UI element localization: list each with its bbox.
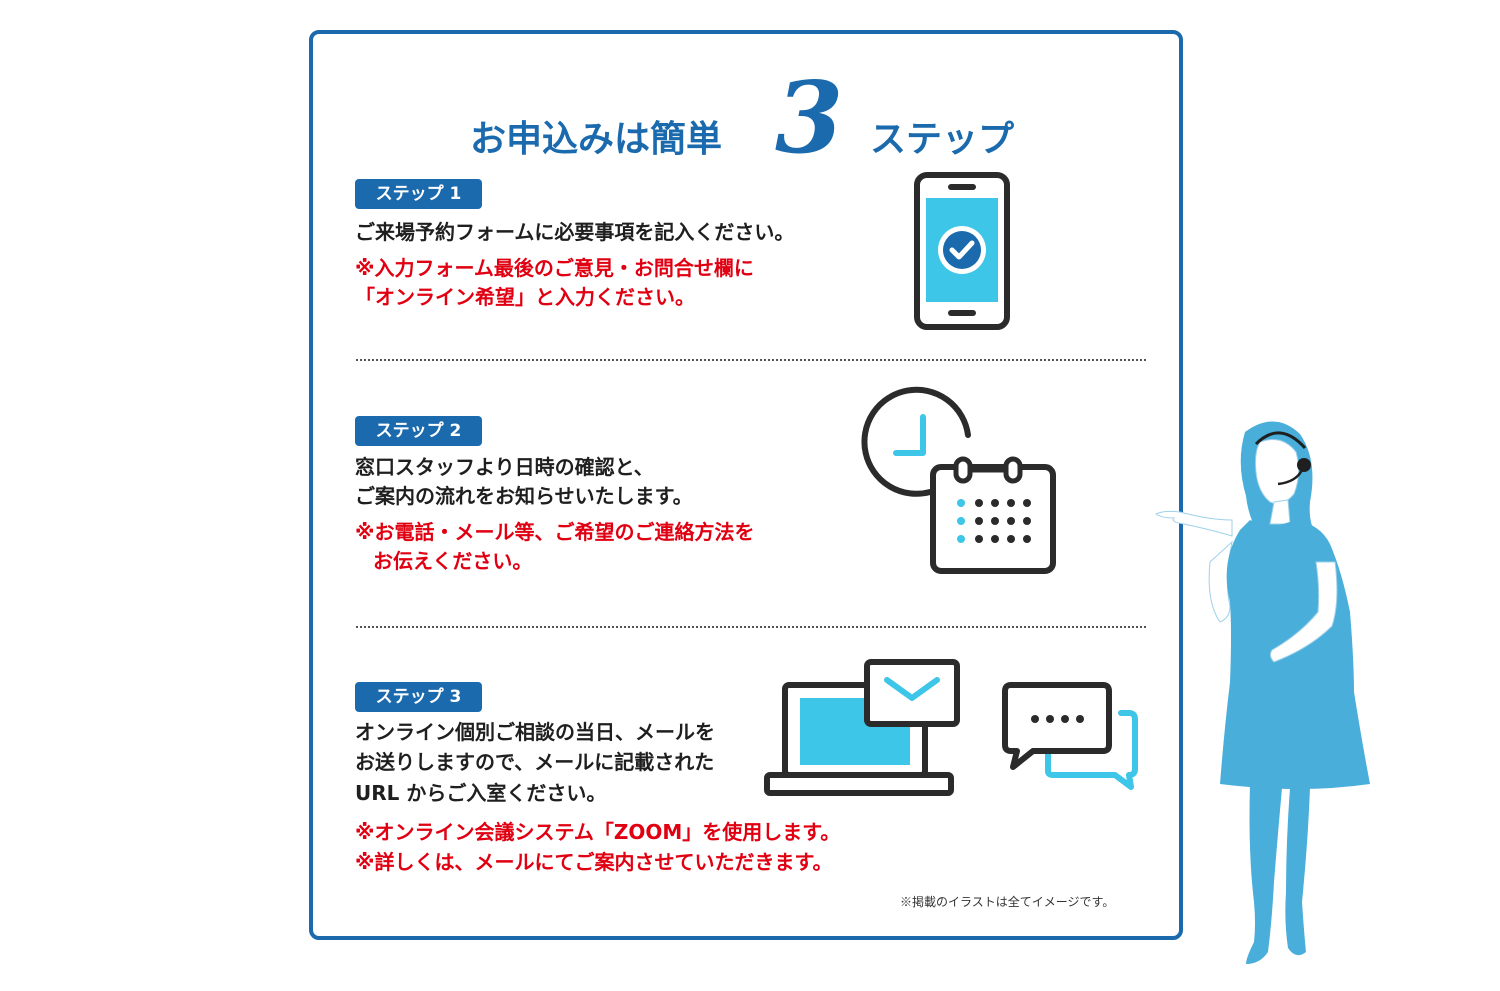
step-2-text-line: 窓口スタッフより日時の確認と、: [355, 455, 654, 479]
step-3-note-line: ※詳しくは、メールにてご案内させていただきます。: [355, 850, 833, 874]
step-2-badge: ステップ 2: [355, 416, 482, 446]
smartphone-check-icon: [914, 172, 1010, 330]
step-1-badge: ステップ 1: [355, 179, 482, 209]
step-2-text-line: ご案内の流れをお知らせいたします。: [355, 484, 693, 508]
step-divider: [356, 359, 1146, 361]
title-number: 3: [775, 61, 844, 176]
laptop-mail-icon: [764, 659, 960, 796]
clock-calendar-icon: [861, 386, 1056, 574]
title-suffix: ステップ: [870, 118, 1015, 160]
page-title: お申込みは簡単 3 ステップ: [470, 70, 1070, 170]
step-2-note-line: お伝えください。: [373, 549, 533, 573]
illustration-disclaimer: ※掲載のイラストは全てイメージです。: [900, 895, 1115, 909]
step-1-note-line: 「オンライン希望」と入力ください。: [355, 285, 695, 309]
title-prefix: お申込みは簡単: [470, 118, 723, 160]
step-3-note-line: ※オンライン会議システム「ZOOM」を使用します。: [355, 820, 841, 844]
step-3-text-line: URL からご入室ください。: [355, 781, 607, 805]
step-1-text-line: ご来場予約フォームに必要事項を記入ください。: [355, 220, 795, 244]
step-3-text-line: お送りしますので、メールに記載された: [355, 750, 715, 774]
step-divider: [356, 626, 1146, 628]
step-3-text-line: オンライン個別ご相談の当日、メールを: [355, 720, 715, 744]
step-1-note-line: ※入力フォーム最後のご意見・お問合せ欄に: [355, 256, 754, 280]
chat-bubbles-icon: [1002, 682, 1138, 790]
operator-woman-illustration: [1155, 421, 1370, 964]
step-2-note-line: ※お電話・メール等、ご希望のご連絡方法を: [355, 520, 755, 544]
step-3-badge: ステップ 3: [355, 682, 482, 712]
